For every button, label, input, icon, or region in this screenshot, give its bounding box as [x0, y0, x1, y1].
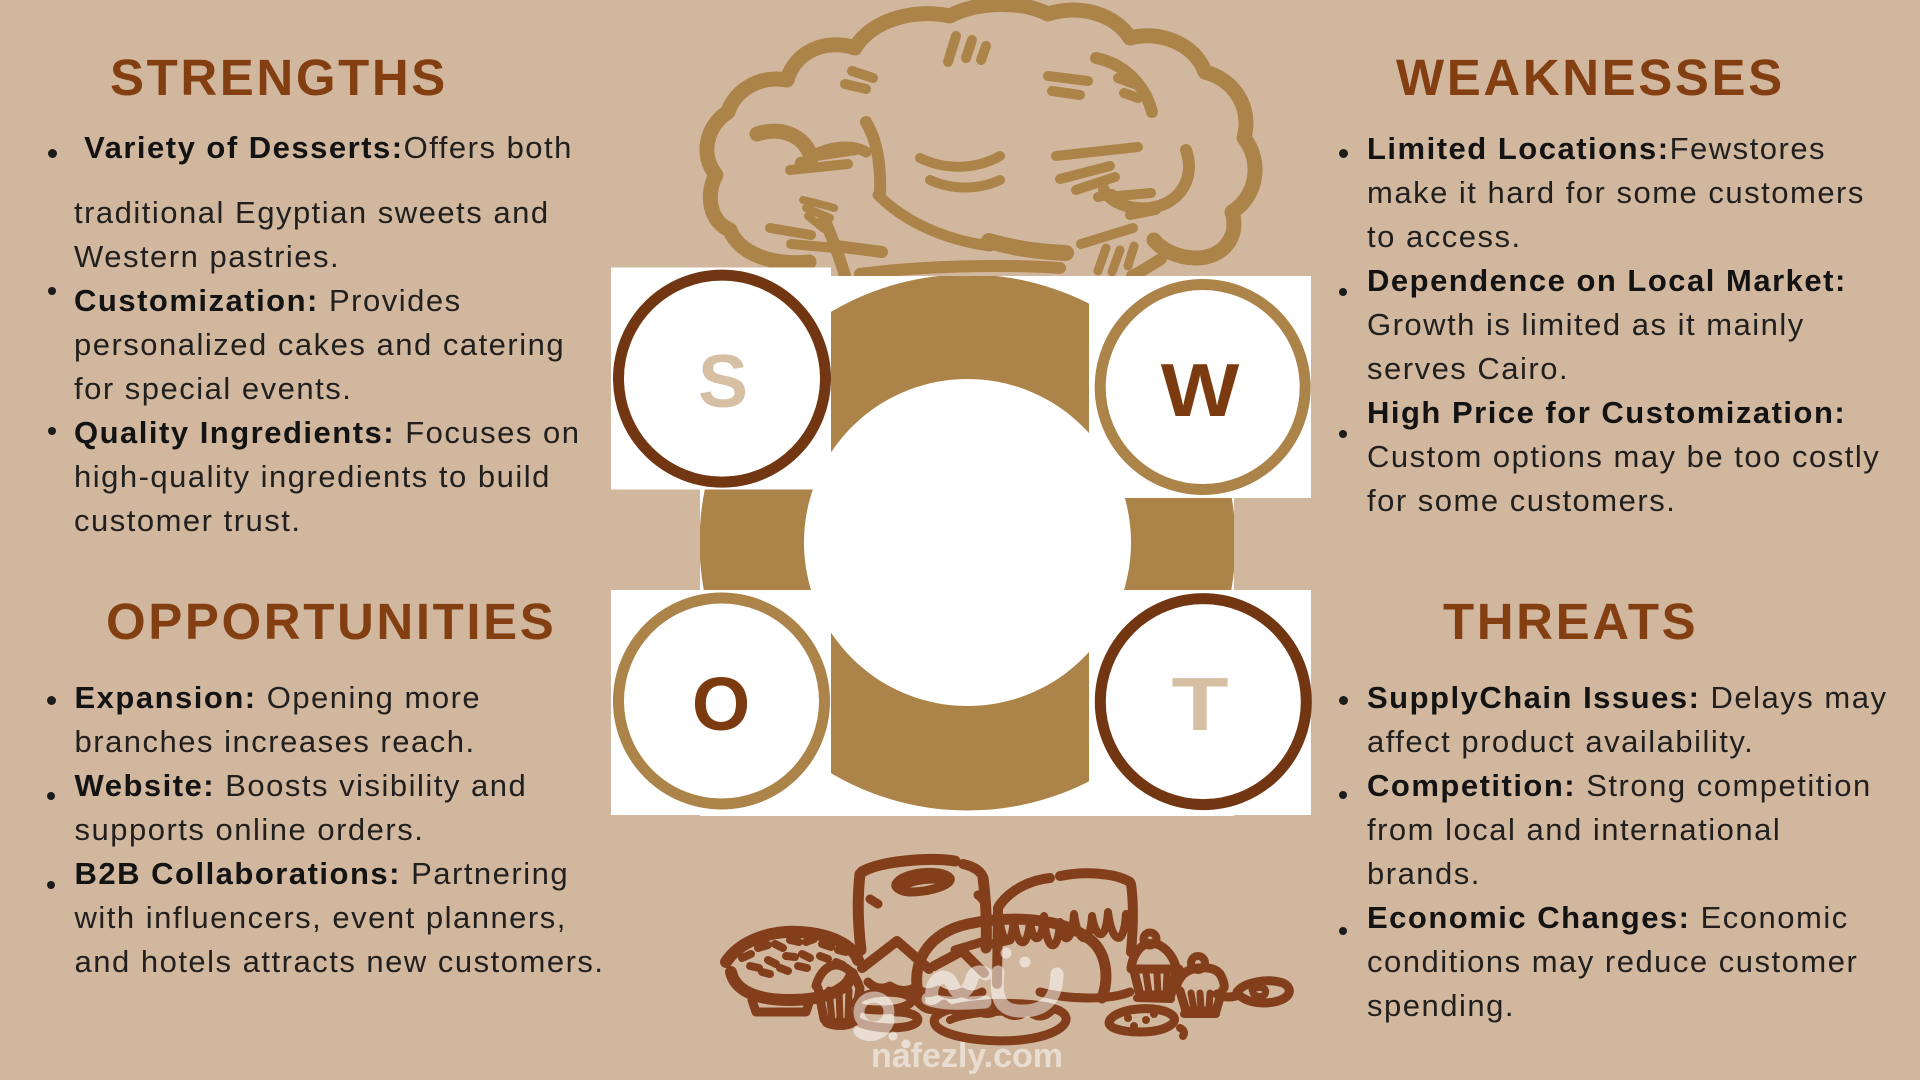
- svg-text:nafezly.com: nafezly.com: [871, 1037, 1063, 1075]
